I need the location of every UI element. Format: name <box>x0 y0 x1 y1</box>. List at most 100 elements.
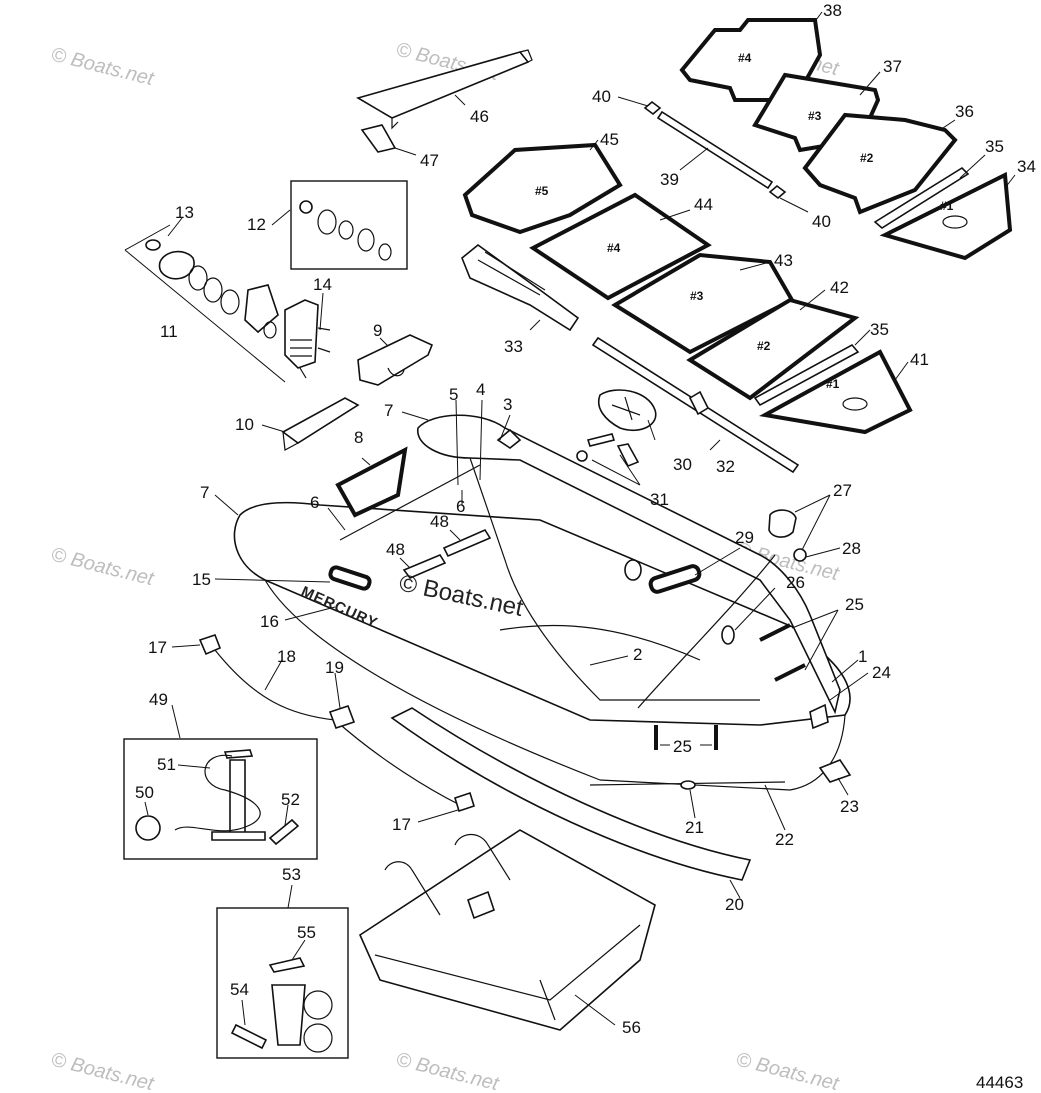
callout-40: 40 <box>592 87 611 106</box>
callout-12: 12 <box>247 215 266 234</box>
callout-25: 25 <box>673 737 692 756</box>
oarlock <box>598 389 657 432</box>
panel-label: #1 <box>940 199 954 213</box>
callout-49: 49 <box>149 690 168 709</box>
callout-21: 21 <box>685 818 704 837</box>
watermark: © Boats.net <box>394 1049 502 1093</box>
callout-24: 24 <box>872 663 891 682</box>
callout-35: 35 <box>870 320 889 339</box>
callout-48: 48 <box>430 512 449 531</box>
angle-bracket <box>281 397 360 451</box>
callout-7: 7 <box>384 401 393 420</box>
callout-19: 19 <box>325 658 344 677</box>
callout-31: 31 <box>650 490 669 509</box>
seat-bracket <box>360 124 397 153</box>
panel-label: #3 <box>808 109 822 123</box>
watermark: © Boats.net <box>49 544 157 591</box>
pump-kit-box <box>123 738 318 860</box>
panel-label: #2 <box>757 339 771 353</box>
diagram-reference-number: 44463 <box>976 1073 1023 1092</box>
callout-27: 27 <box>833 481 852 500</box>
floor-panel-4-lower: #4 <box>529 192 712 301</box>
bow-panel-1-lower: #1 <box>758 349 913 435</box>
callout-35: 35 <box>985 137 1004 156</box>
floor-panel-2-lower: #2 <box>686 297 860 401</box>
callout-42: 42 <box>830 278 849 297</box>
oarlock-pins <box>576 433 640 468</box>
callout-10: 10 <box>235 415 254 434</box>
callout-25: 25 <box>845 595 864 614</box>
callout-36: 36 <box>955 102 974 121</box>
callout-44: 44 <box>694 195 713 214</box>
callout-51: 51 <box>157 755 176 774</box>
oar-blade <box>461 243 580 332</box>
callout-3: 3 <box>503 395 512 414</box>
floor-panel-5: #5 <box>462 142 623 235</box>
callout-13: 13 <box>175 203 194 222</box>
boat-hull: MERCURY <box>233 414 852 881</box>
callout-15: 15 <box>192 570 211 589</box>
callout-46: 46 <box>470 107 489 126</box>
callout-7: 7 <box>200 483 209 502</box>
callout-17: 17 <box>392 815 411 834</box>
callout-16: 16 <box>260 612 279 631</box>
callout-54: 54 <box>230 980 249 999</box>
valve-kit-box <box>290 180 408 270</box>
callout-33: 33 <box>504 337 523 356</box>
panel-label: #4 <box>607 241 621 255</box>
callout-14: 14 <box>313 275 332 294</box>
bow-rope <box>198 633 475 813</box>
panel-label: #2 <box>860 151 874 165</box>
callout-38: 38 <box>823 1 842 20</box>
callout-29: 29 <box>735 528 754 547</box>
callout-37: 37 <box>883 57 902 76</box>
callout-55: 55 <box>297 923 316 942</box>
callout-11: 11 <box>160 322 178 341</box>
oar-shaft <box>591 336 800 474</box>
stringer <box>643 100 787 200</box>
callout-43: 43 <box>774 251 793 270</box>
watermark: © Boats.net <box>49 1049 157 1093</box>
panel-label: #5 <box>535 184 549 198</box>
watermark: © Boats.net <box>49 44 157 91</box>
callout-20: 20 <box>725 895 744 914</box>
transom-strip-upper <box>873 166 970 229</box>
leader-lines <box>144 11 1016 1026</box>
callout-9: 9 <box>373 321 382 340</box>
callout-56: 56 <box>622 1018 641 1037</box>
floor-panel-2-upper: #2 <box>802 112 958 215</box>
callout-6: 6 <box>456 497 465 516</box>
callout-28: 28 <box>842 539 861 558</box>
carry-handle <box>357 334 434 386</box>
callout-30: 30 <box>673 455 692 474</box>
transom-strip-lower <box>753 343 860 407</box>
bow-panel-1-upper: #1 <box>879 171 1013 261</box>
callout-39: 39 <box>660 170 679 189</box>
callout-45: 45 <box>600 130 619 149</box>
callout-18: 18 <box>277 647 296 666</box>
callout-47: 47 <box>420 151 439 170</box>
repair-kit-box <box>216 907 349 1059</box>
valve-assembly <box>124 224 331 383</box>
callout-1: 1 <box>858 647 867 666</box>
callout-32: 32 <box>716 457 735 476</box>
callout-22: 22 <box>775 830 794 849</box>
floor-panel-3-lower: #3 <box>611 252 795 355</box>
callout-40: 40 <box>812 212 831 231</box>
callout-34: 34 <box>1017 157 1036 176</box>
callout-23: 23 <box>840 797 859 816</box>
callout-2: 2 <box>633 645 642 664</box>
valve-cap <box>768 509 807 562</box>
callout-26: 26 <box>786 573 805 592</box>
panel-label: #1 <box>826 377 840 391</box>
callout-8: 8 <box>354 428 363 447</box>
callout-6: 6 <box>310 493 319 512</box>
storage-bag <box>358 829 656 1031</box>
callout-52: 52 <box>281 790 300 809</box>
callout-17: 17 <box>148 638 167 657</box>
callout-48: 48 <box>386 540 405 559</box>
watermark: © Boats.net <box>734 1049 842 1093</box>
callout-50: 50 <box>135 783 154 802</box>
callout-4: 4 <box>476 380 485 399</box>
